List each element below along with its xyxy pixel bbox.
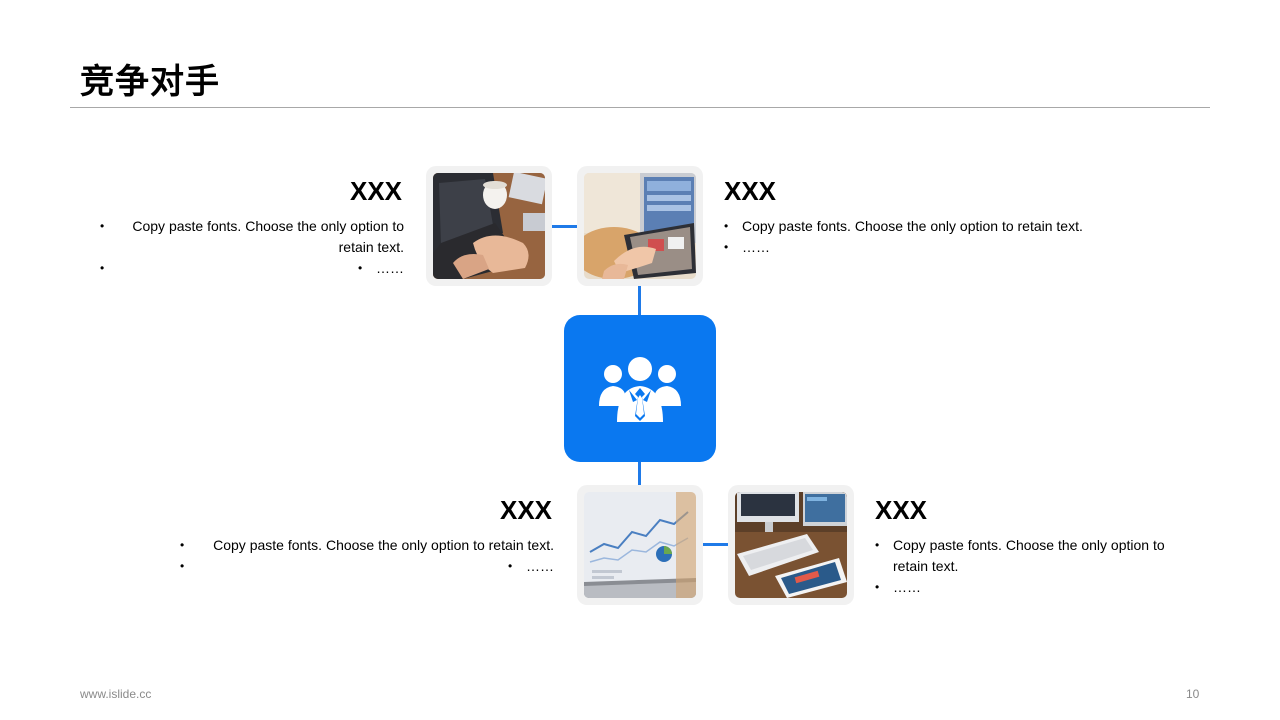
item-heading-bottom-right: XXX [875, 495, 928, 525]
connector-bottom-horizontal [703, 543, 729, 546]
tablet-hands-photo [584, 173, 696, 279]
list-item: Copy paste fonts. Choose the only option… [180, 535, 554, 556]
list-item: Copy paste fonts. Choose the only option… [875, 535, 1185, 577]
photo-frame-top-right [577, 166, 703, 286]
team-people-icon [599, 356, 681, 422]
connector-bottom-vertical [638, 461, 641, 486]
list-item: •…… [100, 258, 404, 279]
item-bullets-bottom-left: Copy paste fonts. Choose the only option… [180, 535, 554, 577]
photo-frame-bottom-left [577, 485, 703, 605]
connector-top-vertical [638, 286, 641, 316]
title-divider [70, 107, 1210, 108]
item-heading-top-left: XXX [350, 176, 403, 206]
slide-title: 竞争对手 [80, 62, 220, 102]
item-bullets-top-left: Copy paste fonts. Choose the only option… [100, 216, 404, 279]
list-item: …… [724, 237, 1144, 258]
footer-url: www.islide.cc [80, 687, 152, 701]
laptop-chart-photo [584, 492, 696, 598]
connector-top-horizontal [552, 225, 578, 228]
list-item: …… [875, 577, 1185, 598]
laptop-typing-photo [433, 173, 545, 279]
item-heading-top-right: XXX [724, 176, 777, 206]
desktop-keyboard-photo [735, 492, 847, 598]
item-bullets-top-right: Copy paste fonts. Choose the only option… [724, 216, 1144, 258]
list-item: •…… [180, 556, 554, 577]
photo-frame-bottom-right [728, 485, 854, 605]
item-heading-bottom-left: XXX [500, 495, 553, 525]
list-item: Copy paste fonts. Choose the only option… [724, 216, 1144, 237]
center-team-box [564, 315, 716, 462]
list-item: Copy paste fonts. Choose the only option… [100, 216, 404, 258]
item-bullets-bottom-right: Copy paste fonts. Choose the only option… [875, 535, 1185, 598]
page-number: 10 [1186, 687, 1200, 701]
photo-frame-top-left [426, 166, 552, 286]
